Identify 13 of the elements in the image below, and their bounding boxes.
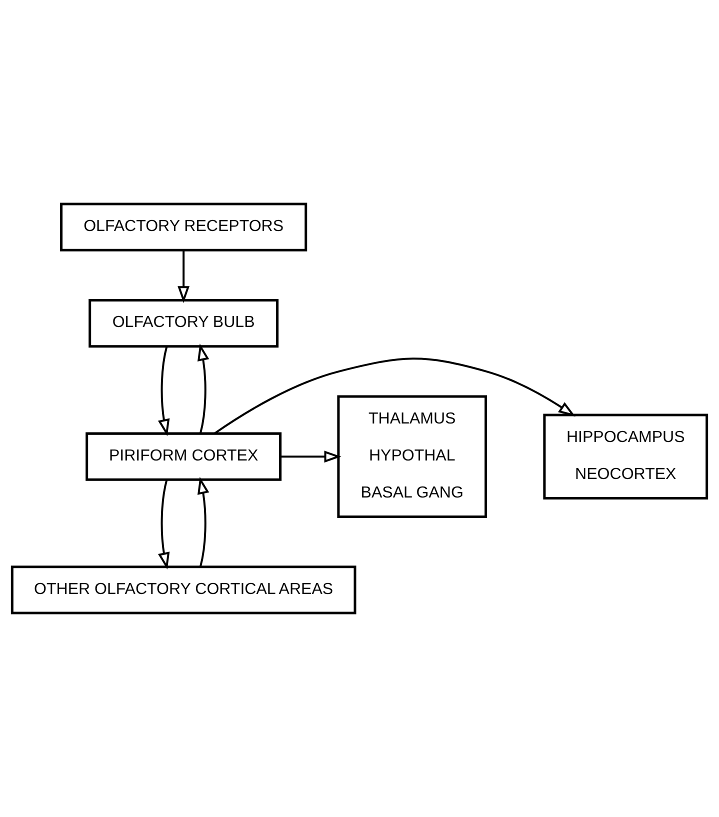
- node-box: HIPPOCAMPUS NEOCORTEX: [543, 414, 708, 500]
- arrow: [197, 344, 210, 434]
- node-box: OTHER OLFACTORY CORTICAL AREAS: [10, 566, 356, 614]
- arrow: [158, 480, 170, 570]
- node-box: THALAMUS HYPOTHAL BASAL GANG: [337, 395, 488, 518]
- arrow: [214, 358, 576, 434]
- arrow: [178, 250, 190, 304]
- arrow: [197, 476, 210, 567]
- arrow: [280, 450, 342, 463]
- arrow: [158, 346, 170, 436]
- node-box: OLFACTORY BULB: [88, 298, 279, 348]
- node-box: PIRIFORM CORTEX: [86, 432, 282, 481]
- node-box: OLFACTORY RECEPTORS: [60, 202, 308, 252]
